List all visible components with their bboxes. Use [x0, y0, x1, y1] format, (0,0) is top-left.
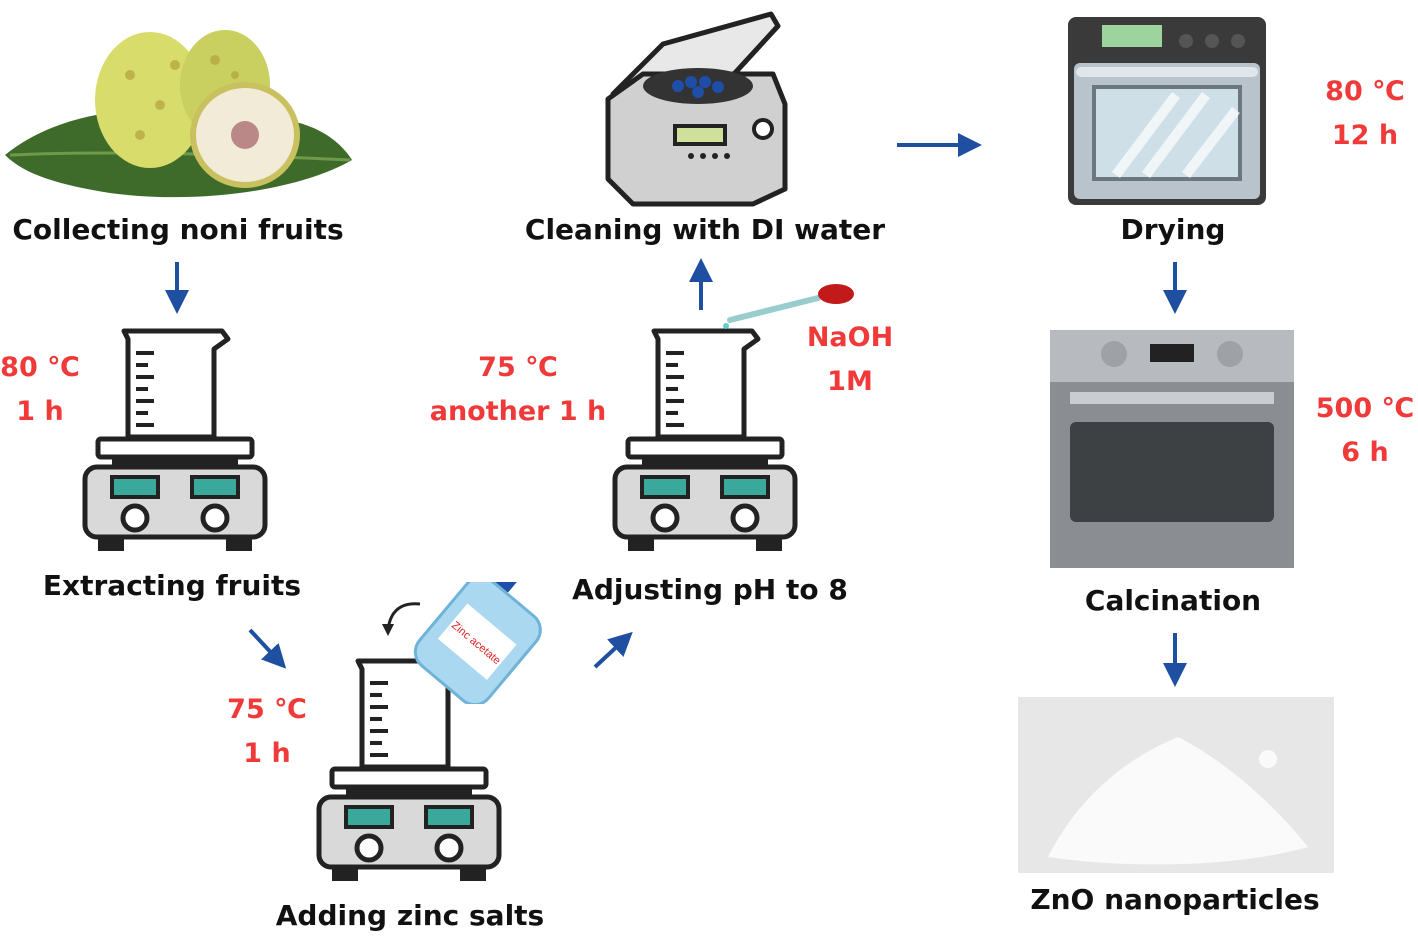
ph-temp: 75 ℃ [478, 352, 558, 383]
ph-time: another 1 h [429, 396, 607, 427]
drying-oven-image [1068, 17, 1266, 205]
calcine-time: 6 h [1341, 437, 1389, 468]
arrow-zinc-to-ph [593, 631, 633, 669]
zinc-conditions: 75 ℃ 1 h [227, 688, 307, 776]
calcine-temp: 500 ℃ [1315, 393, 1415, 424]
naoh-reagent: NaOH [806, 322, 894, 353]
dry-time: 12 h [1331, 120, 1399, 151]
furnace-image [1050, 330, 1294, 568]
calcine-conditions: 500 ℃ 6 h [1316, 387, 1414, 475]
naoh-dropper [723, 284, 854, 329]
step-clean-label: Cleaning with DI water [524, 213, 886, 246]
step-collect-label: Collecting noni fruits [12, 213, 344, 246]
step-dry-label: Drying [1120, 213, 1226, 246]
extract-conditions: 80 ℃ 1 h [0, 346, 80, 434]
noni-fruits-image [5, 30, 352, 198]
step-product-label: ZnO nanoparticles [1030, 883, 1320, 916]
dry-temp: 80 ℃ [1325, 76, 1405, 107]
ph-conditions: 75 ℃ another 1 h [430, 346, 607, 434]
arrow-extract-to-zinc [248, 628, 287, 669]
extract-time: 1 h [16, 396, 64, 427]
step-zinc-label: Adding zinc salts [275, 899, 545, 932]
zinc-time: 1 h [243, 738, 291, 769]
centrifuge-image [605, 11, 788, 207]
step-calcine-label: Calcination [1084, 584, 1262, 617]
extract-temp: 80 ℃ [0, 352, 80, 383]
dry-conditions: 80 ℃ 12 h [1325, 70, 1405, 158]
zinc-acetate-bottle: Zinc acetate [382, 582, 542, 704]
step-ph-label: Adjusting pH to 8 [572, 573, 848, 606]
naoh-conc: 1M [827, 366, 873, 397]
step-extract-label: Extracting fruits [42, 569, 302, 602]
zno-powder-image [1018, 697, 1334, 873]
naoh-conditions: NaOH 1M [807, 316, 893, 404]
zinc-temp: 75 ℃ [227, 694, 307, 725]
